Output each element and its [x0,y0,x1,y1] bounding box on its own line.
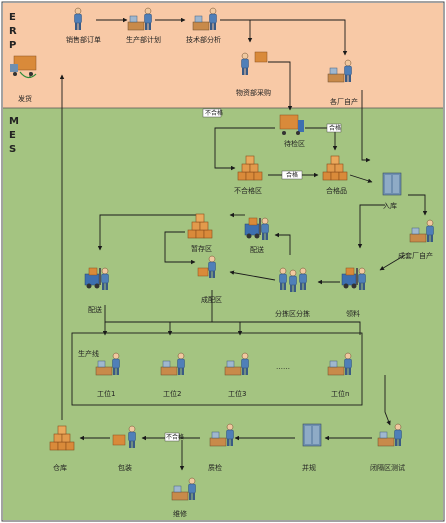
svg-text:领料: 领料 [346,309,360,318]
edge-label-nonconform: 不合格 [202,108,223,118]
node-nonconforming: 不合格区 [234,155,263,195]
node-tech-analysis: 技术部分析 [186,8,221,44]
cart-icon [279,114,304,135]
edge-line-to-closed-test [384,375,391,426]
node-delivery-1: 配送 [85,268,109,314]
node-purchasing: 物资部采购 [236,51,271,97]
truck-icon [10,55,37,79]
node-packing: 包装 [112,425,136,472]
svg-text:技术部分析: 技术部分析 [186,35,221,44]
svg-text:E: E [9,12,16,23]
edge-warehouse-in-to-factory [408,194,428,216]
edge-purchasing-to-inspection [268,61,293,111]
node-warehouse: 仓库 [49,425,75,472]
edge-label-conform: 合格 [326,123,342,133]
svg-text:工位n: 工位n [331,389,349,398]
svg-text:维修: 维修 [173,509,187,518]
svg-text:销售部订单: 销售部订单 [66,35,101,44]
edge-sorting-to-kitting [229,270,276,281]
edges [29,17,428,471]
node-sales-order: 销售部订单 [66,7,101,44]
node-delivery-2: 配送 [245,218,269,254]
node-supplier: 各厂自产 [328,60,358,106]
erp-zone-label: E R P [9,12,17,51]
edge-inspection-to-nonconform [214,127,275,171]
edge-conform-to-warehouse-in [349,174,373,183]
node-temp-storage: 暂存区 [187,213,213,253]
box-icon [254,51,268,63]
node-station-n: 工位n [328,353,352,398]
svg-text:合格品: 合格品 [326,186,347,195]
edge-factory-to-picking [379,254,406,271]
erp-zone [3,3,443,108]
svg-text:工位1: 工位1 [97,389,115,398]
edge-temp-to-shipping-line [97,214,198,251]
svg-text:闭隔区测试: 闭隔区测试 [370,463,405,472]
edge-supplier-to-warehouse-in [361,90,371,163]
svg-text:不合格区: 不合格区 [234,186,262,195]
svg-text:发货: 发货 [18,94,32,103]
edge-sorting-to-delivery [274,232,291,255]
mes-zone [3,108,443,520]
node-shipping: 发货 [10,55,37,103]
edge-delivery1-to-line [104,305,361,335]
stations-ellipsis: …… [276,363,290,371]
node-station-1: 工位1 [96,353,120,398]
svg-text:各厂自产: 各厂自产 [330,97,358,106]
node-station-3: 工位3 [225,353,249,398]
edge-label-fail: 不合格 [164,432,184,442]
production-line-label: 生产线 [78,349,99,358]
svg-text:S: S [9,144,16,155]
svg-text:分拣区分拣: 分拣区分拣 [275,309,310,318]
edge-analysis-to-supplier [220,19,348,56]
svg-text:合格: 合格 [329,124,341,132]
node-factory-self: 成套厂自产 [398,220,434,260]
svg-text:暂存区: 暂存区 [191,244,212,253]
node-inspection-area: 待检区 [279,114,305,148]
node-closed-test: 闭隔区测试 [370,424,405,472]
edge-label-pass: 合格 [281,170,303,180]
edge-temp-to-kitting [164,231,196,265]
svg-text:包装: 包装 [118,463,132,472]
svg-text:E: E [9,130,16,141]
svg-text:物资部采购: 物资部采购 [236,88,271,97]
svg-text:成套厂自产: 成套厂自产 [398,251,433,260]
svg-text:R: R [9,26,17,37]
node-conforming: 合格品 [322,155,348,195]
svg-text:配送: 配送 [88,305,102,314]
node-kitting-area: 成配区 [197,255,222,304]
cabinet-icon [382,172,402,196]
node-picking: 领料 [342,268,366,318]
cabinet-icon [302,423,322,447]
svg-text:质检: 质检 [208,463,222,472]
node-production-plan: 生产部计划 [126,8,161,44]
svg-text:仓库: 仓库 [53,463,67,472]
svg-text:生产部计划: 生产部计划 [126,35,161,44]
svg-text:P: P [9,40,16,51]
svg-text:合格: 合格 [286,171,298,179]
svg-text:配送: 配送 [250,245,264,254]
svg-text:不合格: 不合格 [205,109,223,117]
production-line-box [71,332,363,406]
svg-text:工位3: 工位3 [228,389,246,398]
node-warehouse-in: 入库 [382,172,402,210]
edge-warehouse-in-to-picking [357,204,385,249]
mes-zone-label: M E S [9,116,19,155]
node-assembly: 并规 [302,423,322,472]
svg-text:不合格: 不合格 [166,433,184,441]
svg-text:入库: 入库 [383,201,397,210]
svg-text:待检区: 待检区 [284,139,305,148]
svg-text:M: M [9,116,19,127]
node-station-2: 工位2 [161,353,185,398]
svg-text:工位2: 工位2 [163,389,181,398]
svg-text:成配区: 成配区 [201,295,222,304]
node-sorting-area: 分拣区分拣 [275,267,310,318]
node-quality: 质检 [208,424,234,472]
node-repair: 维修 [172,478,196,518]
svg-text:并规: 并规 [302,463,316,472]
